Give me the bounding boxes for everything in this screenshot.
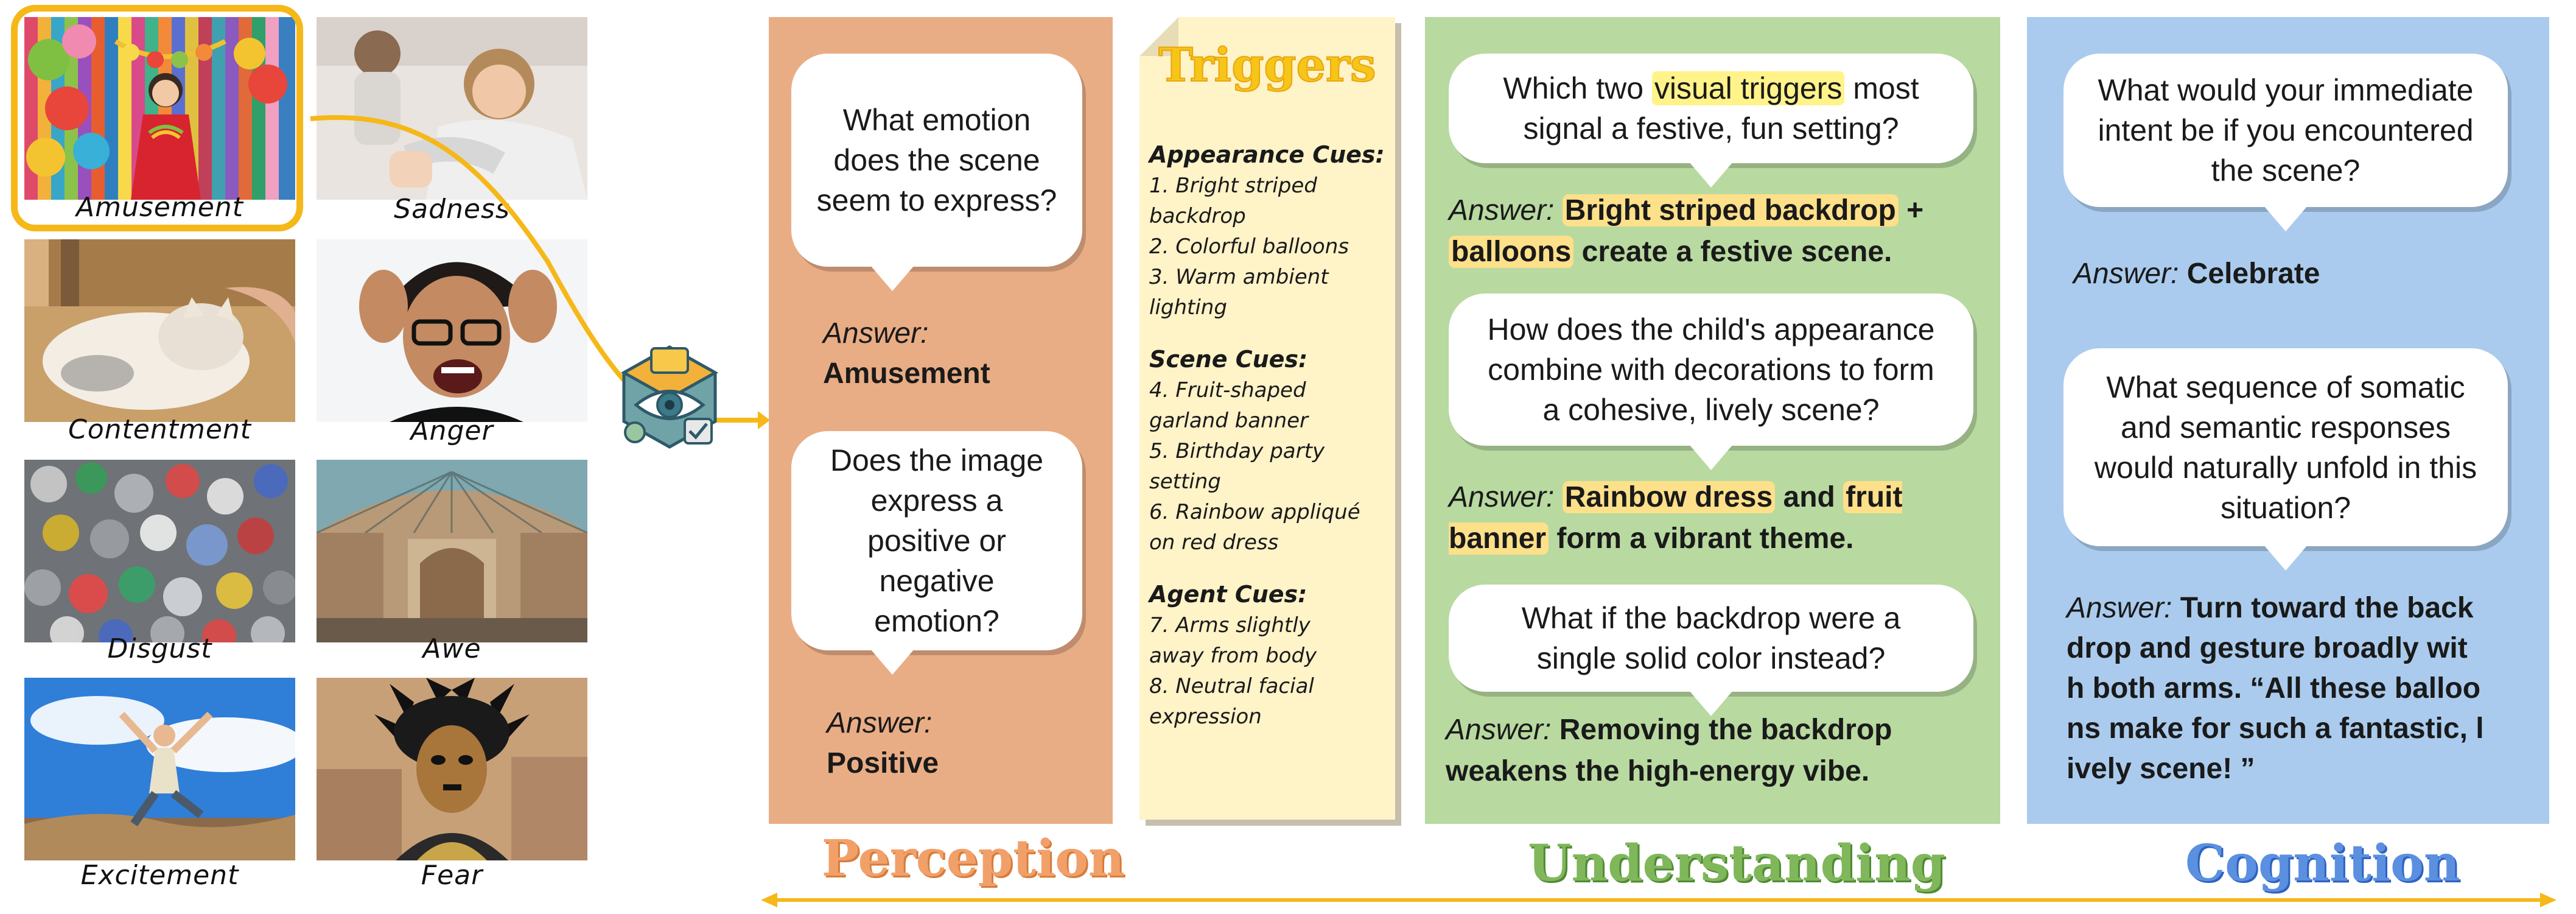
answer-value: Positive [827,747,939,779]
image-anger [317,239,587,422]
emotion-label-contentment: Contentment [68,414,252,445]
perception-answer-1: Answer: Amusement [823,314,990,394]
answer-label: Answer: [823,317,929,350]
emotion-label-awe: Awe [422,633,481,664]
answer-text: Turn toward the back [2180,592,2474,624]
answer-text: h both arms. “All these balloo [2067,672,2481,705]
perception-question-2: Does the image express a positive or neg… [791,431,1082,675]
cognition-question-1-text: What would your immediate intent be if y… [2098,73,2474,188]
perception-question-2-text: Does the image express a positive or neg… [830,443,1044,638]
trigger-item: setting [1149,469,1221,494]
image-sadness [317,17,587,200]
trigger-item: 6. Rainbow appliqué [1149,500,1360,524]
answer-text: form a vibrant theme. [1549,522,1854,555]
emotion-label-amusement: Amusement [76,192,243,223]
emotion-label-excitement: Excitement [80,860,239,891]
answer-text: + [1898,194,1924,227]
answer-value: Celebrate [2186,258,2320,290]
understanding-question-1: Which two visual triggers most signal a … [1449,54,1973,188]
emotion-label-disgust: Disgust [107,633,212,664]
cognition-answer-1: Answer: Celebrate [2073,254,2320,294]
understanding-question-3-text: What if the backdrop were a single solid… [1521,601,1901,675]
cognition-answer-2: Answer: Turn toward the back drop and ge… [2067,588,2541,789]
image-amusement [24,17,295,200]
cognition-question-1: What would your immediate intent be if y… [2063,54,2508,231]
question-text: Which two [1503,71,1652,105]
answer-text: and [1775,481,1844,513]
triggers-page-fold [1139,17,1178,56]
trigger-item: lighting [1149,295,1227,320]
image-excitement [24,678,295,860]
answer-text: ns make for such a fantastic, l [2067,712,2484,745]
question-text: most signal a festive, fun setting? [1523,71,1919,146]
trigger-item: 8. Neutral facial [1149,674,1314,698]
image-contentment [24,239,295,422]
answer-label: Answer: [1446,714,1552,746]
answer-text: ively scene! ” [2067,753,2255,785]
answer-highlight: Rainbow dress [1562,481,1776,513]
understanding-question-1-text: Which two visual triggers most signal a … [1485,68,1937,149]
cognition-question-2-text: What sequence of somatic and semantic re… [2094,370,2477,525]
answer-highlight: balloons [1449,236,1574,268]
understanding-question-3: What if the backdrop were a single solid… [1449,585,1973,716]
perception-answer-2: Answer: Positive [827,703,939,784]
trigger-item: backdrop [1149,204,1246,228]
emotion-label-fear: Fear [421,860,483,891]
answer-label: Answer: [2067,592,2172,624]
stage-label-perception: Perception [821,829,1126,889]
answer-label: Answer: [2073,258,2179,290]
image-awe [317,460,587,642]
answer-label: Answer: [1449,194,1555,227]
trigger-group-heading: Appearance Cues: [1149,141,1385,168]
selected-image-frame [11,5,303,231]
answer-label: Answer: [827,707,933,739]
cognition-question-2: What sequence of somatic and semantic re… [2063,348,2508,571]
image-fear [317,678,587,860]
stage-timeline-arrow [761,893,2557,907]
understanding-answer-2: Answer: Rainbow dress and fruit banner f… [1449,477,1984,560]
stage-label-cognition: Cognition [2184,834,2460,894]
answer-highlight: Bright striped backdrop [1562,194,1899,227]
emotion-label-anger: Anger [410,415,494,446]
trigger-item: on red dress [1149,530,1279,555]
trigger-item: 4. Fruit-shaped [1149,378,1306,403]
answer-text: create a festive scene. [1573,236,1892,268]
answer-text: Removing the backdrop weakens the high-e… [1446,714,1892,787]
trigger-item: 1. Bright striped [1149,174,1317,198]
understanding-answer-1: Answer: Bright striped backdrop + balloo… [1449,190,1984,273]
triggers-title: Triggers [1158,37,1376,93]
trigger-item: away from body [1149,644,1317,668]
answer-label: Answer: [1449,481,1555,513]
trigger-item: 2. Colorful balloons [1149,234,1349,259]
triggers-list: Appearance Cues: 1. Bright striped backd… [1149,139,1390,732]
trigger-group-heading: Agent Cues: [1149,581,1307,608]
trigger-group-heading: Scene Cues: [1149,346,1308,373]
trigger-item: 7. Arms slightly [1149,613,1311,638]
understanding-answer-3: Answer: Removing the backdrop weakens th… [1446,709,1981,792]
perception-question-1-text: What emotion does the scene seem to expr… [816,103,1057,217]
image-disgust [24,460,295,642]
emotion-label-sadness: Sadness [394,194,510,225]
answer-text: drop and gesture broadly wit [2067,632,2468,664]
stage-label-understanding: Understanding [1527,834,1946,894]
perception-question-1: What emotion does the scene seem to expr… [791,54,1082,291]
model-eye-icon [618,341,721,451]
highlighted-term: visual triggers [1651,71,1845,105]
answer-value: Amusement [823,357,990,390]
trigger-item: expression [1149,705,1262,729]
trigger-item: 5. Birthday party [1149,439,1325,463]
trigger-item: garland banner [1149,409,1309,433]
understanding-question-2-text: How does the child's appearance combine … [1487,312,1935,427]
trigger-item: 3. Warm ambient [1149,265,1329,289]
understanding-question-2: How does the child's appearance combine … [1449,294,1973,470]
triggers-panel [1139,17,1395,820]
